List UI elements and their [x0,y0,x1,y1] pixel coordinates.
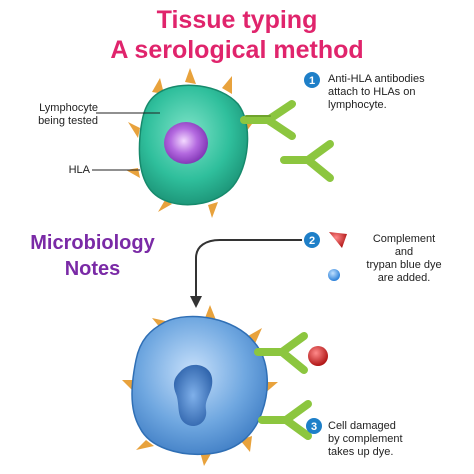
trypan-blue-dye-icon [328,269,340,281]
title-line-2: A serological method [110,36,364,64]
lymphocyte-label-line-2: being tested [38,115,98,127]
antibodies-top [240,100,334,182]
damaged-nucleus [173,364,213,427]
arrow-head [190,296,202,308]
antibodies-bottom [254,332,312,440]
step-badge-3: 3 [306,418,322,434]
step-1-line-3: lymphocyte. [328,99,387,111]
nucleus [164,122,208,164]
step-badge-1: 1 [304,72,320,88]
step-2-line-1: Complement [372,233,436,245]
step-1-line-1: Anti-HLA antibodies [328,73,425,85]
complement-on-cell [308,346,328,366]
step-2-line-2: and [394,246,414,258]
lymphocyte-label-line-1: Lymphocyte [39,102,98,114]
watermark-line-1: Microbiology [30,232,155,254]
svg-text:1: 1 [309,75,315,87]
title-line-1: Tissue typing [156,6,318,34]
damaged-cell [122,305,278,466]
watermark-line-2: Notes [64,258,121,280]
complement-icon [329,232,347,248]
step-3-line-2: by complement [328,433,403,445]
step-1-line-2: attach to HLAs on [328,86,416,98]
step-3-line-1: Cell damaged [328,420,396,432]
svg-text:2: 2 [309,235,315,247]
hla-label: HLA [68,164,90,176]
lymphocyte-cell [126,68,258,218]
step-3-line-3: takes up dye. [328,446,394,458]
step-2-line-3: trypan blue dye [366,259,442,271]
process-arrow [195,239,302,298]
svg-text:3: 3 [311,421,317,433]
step-2-line-4: are added. [377,272,431,284]
step-badge-2: 2 [304,232,320,248]
